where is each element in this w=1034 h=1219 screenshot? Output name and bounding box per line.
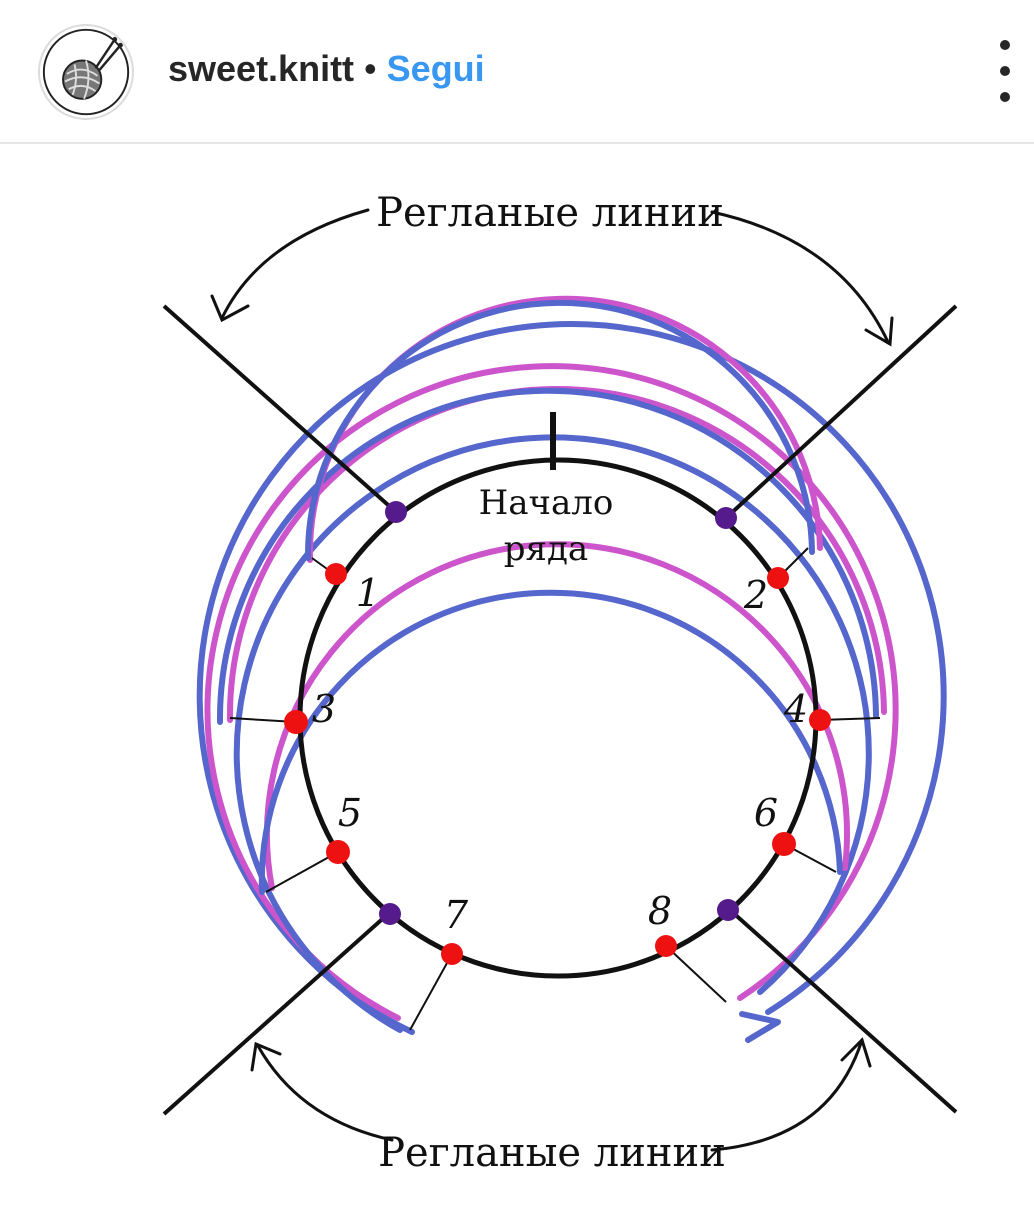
arrowhead-bottom-right-icon <box>840 1037 872 1068</box>
avatar[interactable] <box>38 24 134 120</box>
yarn-ball-logo-icon <box>42 28 130 116</box>
arc-blue-5 <box>304 300 815 561</box>
arc-blue-2 <box>233 434 872 1033</box>
connector-5 <box>265 851 339 893</box>
center-label-line2: ряда <box>504 529 588 569</box>
raglan-marker-top-left <box>385 501 407 523</box>
separator-dot: • <box>364 48 377 89</box>
marker-label-8: 8 <box>648 889 672 933</box>
marker-5 <box>326 840 350 864</box>
marker-label-1: 1 <box>356 571 380 615</box>
raglan-line-bottom-right <box>728 908 958 1114</box>
marker-8 <box>655 935 677 957</box>
more-options-button[interactable] <box>990 40 1020 102</box>
raglan-diagram: Регланые линии Регланые линии Начало ряд… <box>162 190 958 1176</box>
marker-2 <box>767 567 789 589</box>
marker-3 <box>284 710 308 734</box>
arc-blue-3 <box>258 589 843 895</box>
arc-blue-4 <box>216 388 879 725</box>
marker-label-7: 7 <box>444 893 469 937</box>
marker-label-4: 4 <box>783 687 808 731</box>
follow-button[interactable]: Segui <box>386 48 485 89</box>
arc-blue-1 <box>196 321 947 1035</box>
marker-label-3: 3 <box>312 687 336 731</box>
annotation-arrow-bottom-left <box>256 1044 394 1142</box>
more-vertical-icon <box>1000 92 1010 102</box>
arc-pink-1 <box>204 363 899 1021</box>
marker-label-6: 6 <box>754 791 778 835</box>
annotation-arrow-bottom-right <box>710 1038 864 1152</box>
bottom-label: Регланые линии <box>378 1130 726 1176</box>
username[interactable]: sweet.knitt <box>168 48 355 89</box>
marker-7 <box>441 943 463 965</box>
direction-arrow-icon <box>739 1011 781 1043</box>
raglan-line-bottom-left <box>162 912 390 1116</box>
marker-label-5: 5 <box>338 791 362 835</box>
marker-6 <box>772 832 796 856</box>
center-label-line1: Начало <box>479 483 614 523</box>
connector-7 <box>409 953 453 1031</box>
raglan-marker-bottom-left <box>379 903 401 925</box>
more-vertical-icon <box>1000 40 1010 50</box>
marker-4 <box>809 709 831 731</box>
arrowhead-top-left-icon <box>210 294 250 323</box>
raglan-line-top-left <box>162 304 398 514</box>
marker-label-2: 2 <box>743 573 768 617</box>
connector-8 <box>665 945 727 1003</box>
post-image[interactable]: Регланые линии Регланые линии Начало ряд… <box>0 144 1034 1219</box>
raglan-line-top-right <box>724 304 958 520</box>
user-line: sweet.knitt • Segui <box>168 46 485 92</box>
marker-1 <box>325 563 347 585</box>
annotation-arrow-top-right <box>710 210 890 344</box>
arrowhead-bottom-left-icon <box>250 1041 282 1072</box>
raglan-marker-top-right <box>715 507 737 529</box>
post-header: sweet.knitt • Segui <box>0 0 1034 142</box>
header-divider <box>0 142 1034 144</box>
raglan-marker-bottom-right <box>717 899 739 921</box>
more-vertical-icon <box>1000 66 1010 76</box>
annotation-arrow-top-left <box>220 208 370 320</box>
top-label: Регланые линии <box>376 190 724 236</box>
arrowhead-top-right-icon <box>864 316 894 347</box>
